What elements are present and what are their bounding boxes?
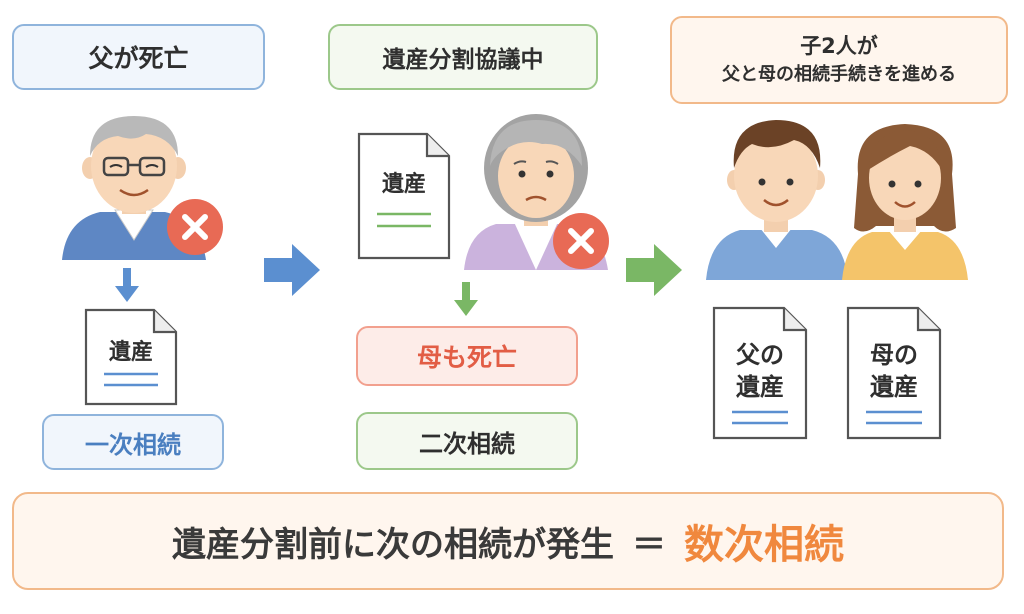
father-deceased-icon (166, 198, 224, 256)
arrow-right-icon (264, 244, 320, 296)
mother-estate-label-line2: 遺産 (870, 373, 918, 401)
stage2-title: 遺産分割協議中 (382, 47, 544, 73)
mother-estate-label-line1: 母の (870, 341, 918, 369)
mother-estate-document: 母の 遺産 (846, 306, 942, 440)
stage1-caption-box: 一次相続 (42, 414, 224, 470)
stage1-title: 父が死亡 (88, 44, 189, 73)
stage2-title-box: 遺産分割協議中 (328, 24, 598, 90)
stage2-caption-box: 二次相続 (356, 412, 578, 470)
arrow-down-icon (115, 268, 139, 302)
mother-death-box: 母も死亡 (356, 326, 578, 386)
summary-bar: 遺産分割前に次の相続が発生 ＝ 数次相続 (12, 492, 1004, 590)
stage3-title-line1: 子2人が (800, 34, 878, 58)
summary-highlight: 数次相続 (684, 522, 844, 568)
father-estate-label-line2: 遺産 (736, 373, 784, 401)
father-estate-document: 父の 遺産 (712, 306, 808, 440)
mother-deceased-icon (552, 212, 610, 270)
document-label: 遺産 (381, 172, 426, 197)
arrow-down-icon (454, 282, 478, 316)
stage1-title-box: 父が死亡 (12, 24, 265, 90)
father-estate-label-line1: 父の (736, 341, 784, 369)
stage2-caption: 二次相続 (419, 429, 515, 458)
document-label: 遺産 (108, 340, 153, 365)
estate-document: 遺産 (84, 308, 178, 406)
arrow-right-icon (626, 244, 682, 296)
estate-document: 遺産 (357, 132, 451, 260)
stage1-caption: 一次相続 (85, 430, 181, 459)
son-figure (706, 120, 848, 280)
stage3-title-box: 子2人が 父と母の相続手続きを進める (670, 16, 1008, 104)
mother-death-label: 母も死亡 (416, 343, 517, 372)
summary-equals: ＝ (632, 524, 666, 565)
stage3-title-line2: 父と母の相続手続きを進める (722, 64, 956, 85)
daughter-figure (842, 124, 968, 280)
summary-text: 遺産分割前に次の相続が発生 (172, 524, 614, 565)
